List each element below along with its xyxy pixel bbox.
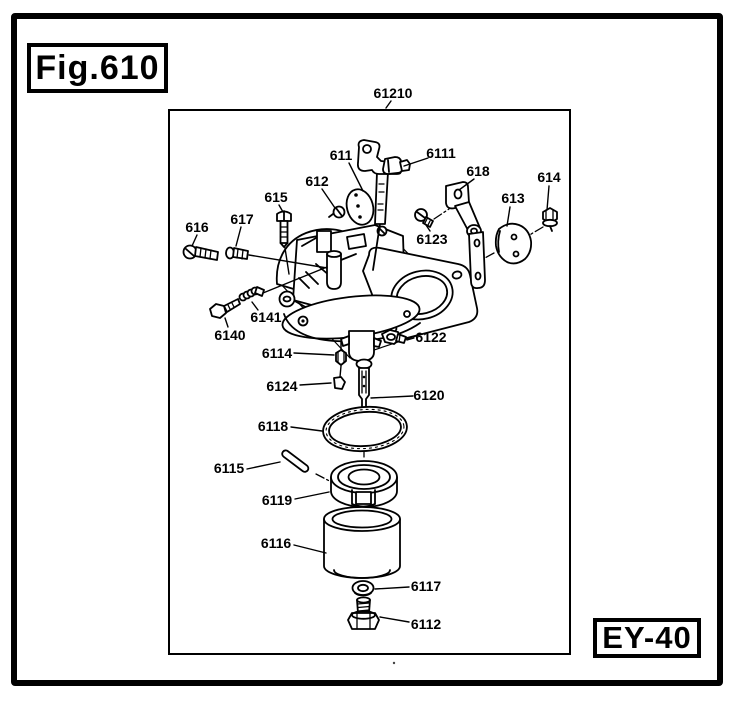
part-label-615: 615	[264, 189, 288, 205]
part-label-6123: 6123	[416, 231, 448, 247]
model-code-box: EY-40	[593, 618, 701, 658]
gasket-6118	[322, 405, 408, 453]
screw-615	[276, 210, 292, 275]
screw-6123	[414, 208, 434, 228]
plate-613	[494, 222, 533, 265]
part-label-6119: 6119	[261, 492, 293, 508]
washer-6117	[351, 580, 375, 597]
part-label-616: 616	[185, 219, 209, 235]
paper-speck	[392, 661, 396, 665]
part-label-6122: 6122	[415, 329, 447, 345]
screw-617	[225, 246, 328, 269]
needle-valve-6114	[335, 341, 347, 378]
part-label-6114: 6114	[261, 345, 293, 361]
screw-614	[542, 207, 558, 232]
part-label-6117: 6117	[410, 578, 442, 594]
model-code: EY-40	[602, 620, 692, 655]
part-label-613: 613	[501, 190, 525, 206]
drain-bolt-6112	[347, 596, 380, 630]
leader-lines	[191, 100, 550, 623]
clip-6124	[333, 376, 346, 390]
part-label-6141: 6141	[250, 309, 282, 325]
part-label-617: 617	[230, 211, 254, 227]
screw-616	[182, 244, 219, 261]
spring-screw-6141	[238, 266, 328, 302]
part-label-618: 618	[466, 163, 490, 179]
float-bowl-6116	[323, 506, 401, 579]
float-6119	[330, 460, 398, 508]
choke-plate-612	[328, 188, 375, 226]
part-label-6118: 6118	[257, 418, 289, 434]
part-label-612: 612	[305, 173, 329, 189]
float-pin-6115	[281, 449, 310, 473]
nut-6111	[382, 156, 411, 175]
part-label-6111: 6111	[426, 145, 456, 161]
part-label-614: 614	[537, 169, 561, 185]
part-label-6140: 6140	[214, 327, 246, 343]
outer-border	[11, 13, 723, 686]
figure-number: Fig.610	[35, 48, 160, 87]
part-label-611: 611	[329, 147, 353, 163]
part-label-6116: 6116	[260, 535, 292, 551]
part-label-6124: 6124	[266, 378, 298, 394]
part-label-6112: 6112	[410, 616, 442, 632]
bracket-618	[445, 181, 486, 290]
bolt-6140	[209, 298, 241, 319]
part-label-61210: 61210	[373, 85, 413, 101]
part-label-6120: 6120	[413, 387, 445, 403]
part-label-6115: 6115	[213, 460, 245, 476]
figure-number-box: Fig.610	[27, 43, 168, 93]
bolt-6122	[381, 329, 407, 345]
